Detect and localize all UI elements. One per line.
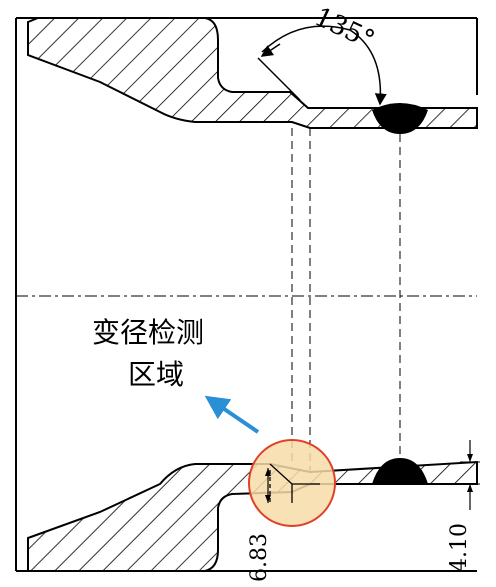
hidden-lines [291,128,401,472]
top-hatched-section [27,17,478,129]
bottom-weld-bead [372,458,428,484]
top-weld-bead [372,103,428,134]
annotation-line-2: 区域 [128,358,184,391]
annotation-line-1: 变径检测 [92,316,204,349]
right-height-label: 4.10 [447,523,472,572]
left-height-label: 6.83 [247,533,272,582]
blue-arrow [204,395,260,434]
angle-dimension [257,25,387,106]
inspection-highlight-circle [248,439,336,527]
right-height-dimension [460,440,480,510]
highlight-inner-lines [269,463,320,503]
bottom-hatched-section [27,460,478,572]
angle-label: 135° [310,2,379,56]
left-height-dimension [265,468,271,503]
